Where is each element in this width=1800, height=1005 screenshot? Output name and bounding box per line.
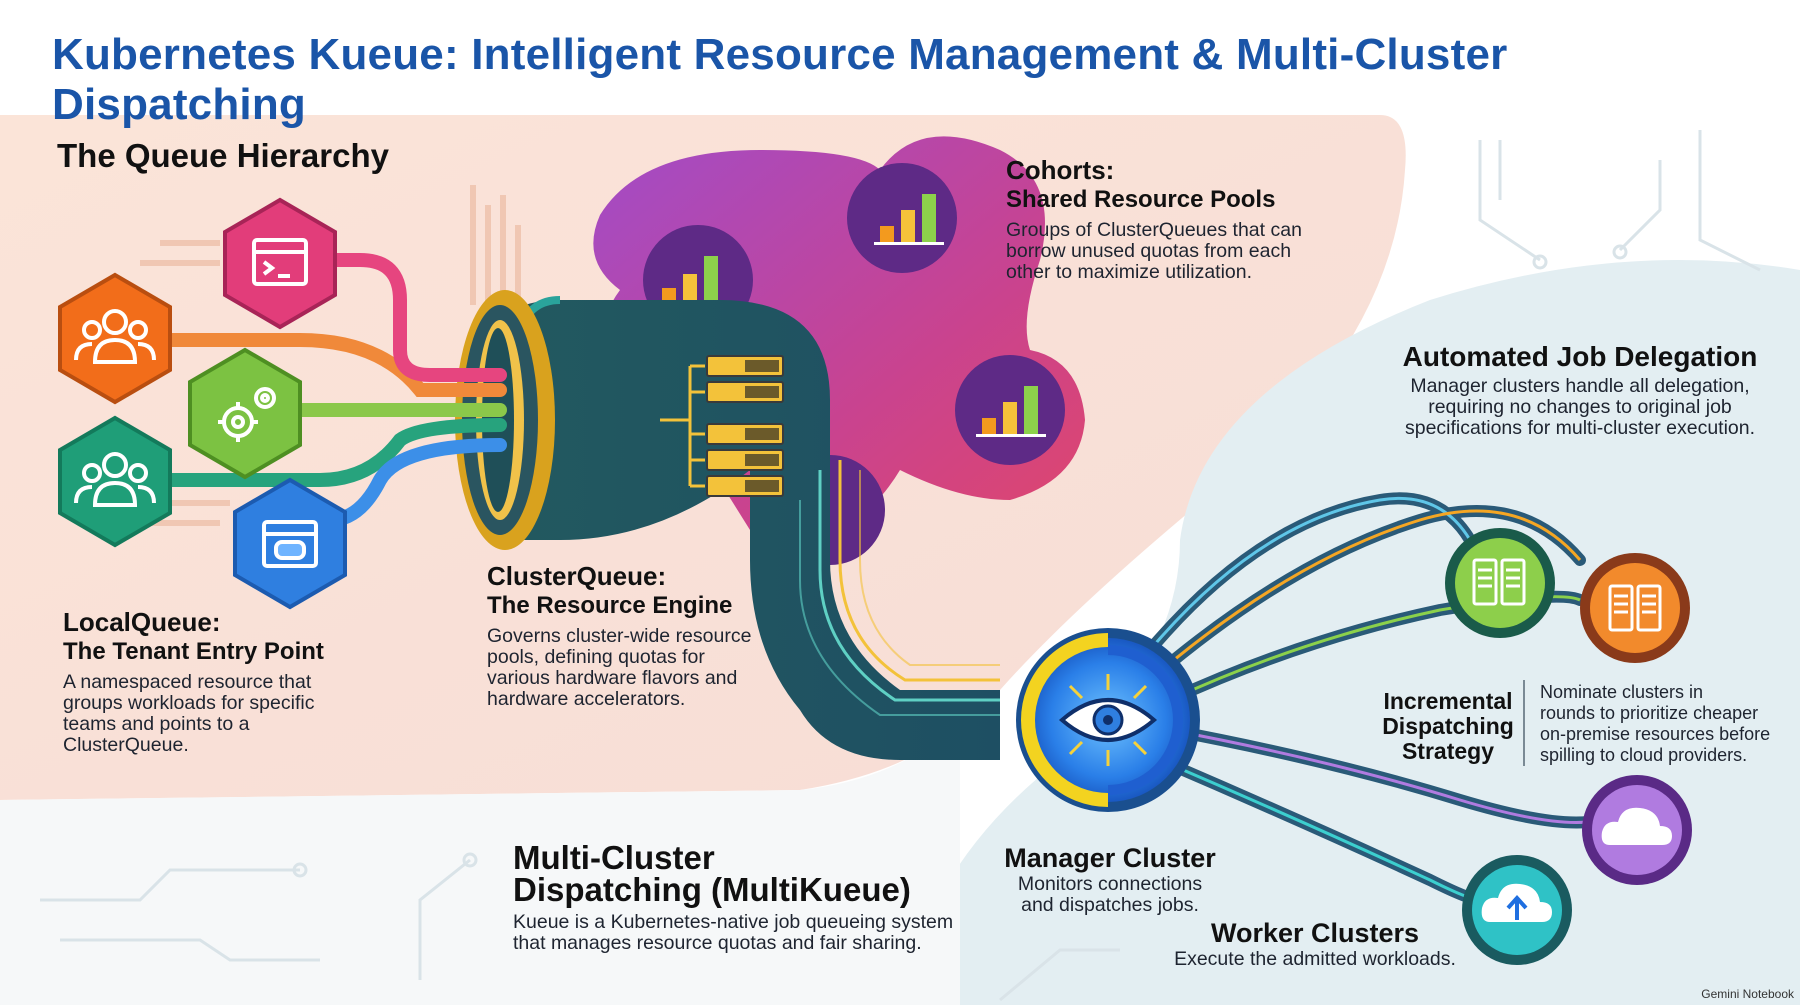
cohorts-body-line: Groups of ClusterQueues that can: [1006, 219, 1302, 241]
worker-clusters-heading: Worker Clusters: [1210, 918, 1420, 948]
cohort-chart-2: [847, 163, 957, 273]
localqueue-body-line: ClusterQueue.: [63, 734, 189, 756]
automated-delegation-body: Manager clusters handle all delegation, …: [1380, 376, 1780, 439]
tenant-hex-green: [188, 347, 302, 480]
automated-delegation-body-line: Manager clusters handle all delegation,: [1410, 375, 1750, 397]
bar-chart-icon: [976, 386, 1046, 437]
tenant-hex-teal: [58, 415, 172, 548]
divider: [1523, 680, 1525, 766]
automated-delegation-heading: Automated Job Delegation: [1402, 341, 1758, 372]
cohorts-subheading: Shared Resource Pools: [1006, 186, 1276, 213]
clusterqueue-body: Governs cluster-wide resource pools, def…: [487, 626, 787, 710]
cohorts-body-line: borrow unused quotas from each: [1006, 240, 1292, 262]
tenant-hex-blue: [233, 477, 347, 610]
multikueue-heading-line: Dispatching (MultiKueue): [513, 871, 911, 908]
manager-cluster-body-line: Monitors connections: [1017, 873, 1203, 895]
multikueue-body-line: that manages resource quotas and fair sh…: [513, 932, 922, 954]
team-icon: [74, 452, 156, 507]
localqueue-body: A namespaced resource that groups worklo…: [63, 672, 393, 756]
cloud-icon: [1601, 807, 1672, 845]
localqueue-subheading: The Tenant Entry Point: [63, 638, 324, 665]
worker-node-green: [1445, 528, 1555, 638]
manager-cluster-heading: Manager Cluster: [1004, 843, 1216, 873]
incremental-body-line: on-premise resources before: [1540, 724, 1771, 744]
server-icon: [1608, 584, 1662, 632]
multikueue-body-line: Kueue is a Kubernetes-native job queuein…: [513, 911, 954, 933]
worker-clusters-body: Execute the admitted workloads.: [1174, 948, 1456, 970]
worker-node-teal: [1462, 855, 1572, 965]
localqueue-block: LocalQueue: The Tenant Entry Point A nam…: [63, 607, 393, 756]
incremental-body: Nominate clusters in rounds to prioritiz…: [1540, 682, 1790, 766]
localqueue-body-line: teams and points to a: [63, 713, 250, 735]
cohorts-block: Cohorts: Shared Resource Pools Groups of…: [1006, 155, 1366, 283]
incremental-body-line: Nominate clusters in: [1540, 682, 1704, 702]
clusterqueue-body-line: hardware accelerators.: [487, 688, 686, 710]
incremental-heading-line: Incremental: [1383, 688, 1513, 714]
terminal-icon: [252, 238, 308, 286]
tenant-hex-orange: [58, 272, 172, 405]
worker-node-orange: [1580, 553, 1690, 663]
clusterqueue-body-line: various hardware flavors and: [487, 667, 738, 689]
dotted-pattern: [140, 185, 521, 526]
eye-icon: [1058, 698, 1158, 742]
bar-chart-icon: [874, 194, 944, 245]
localqueue-heading: LocalQueue:: [63, 607, 221, 637]
localqueue-body-line: A namespaced resource that: [63, 671, 312, 693]
automated-delegation-body-line: requiring no changes to original job: [1428, 396, 1732, 418]
bar-chart-icon: [656, 256, 726, 307]
cohorts-body-line: other to maximize utilization.: [1006, 261, 1253, 283]
server-icon: [1472, 558, 1526, 606]
clusterqueue-subheading: The Resource Engine: [487, 592, 733, 619]
cohort-chart-3: [955, 355, 1065, 465]
manager-cluster-body: Monitors connections and dispatches jobs…: [980, 874, 1240, 916]
clusterqueue-block: ClusterQueue: The Resource Engine Govern…: [487, 561, 787, 710]
credit-label: Gemini Notebook: [1701, 987, 1794, 1001]
code-window-icon: [262, 520, 318, 568]
page-title: Kubernetes Kueue: Intelligent Resource M…: [52, 30, 1508, 129]
localqueue-body-line: groups workloads for specific: [63, 692, 315, 714]
tenant-hex-pink: [223, 197, 337, 330]
cohorts-body: Groups of ClusterQueues that can borrow …: [1006, 220, 1366, 283]
manager-cluster: [1016, 628, 1200, 812]
multikueue-block: Multi-Cluster Dispatching (MultiKueue) K…: [513, 839, 983, 954]
incremental-body-line: spilling to cloud providers.: [1540, 745, 1748, 765]
cloud-upload-icon: [1481, 883, 1552, 922]
incremental-body-line: rounds to prioritize cheaper: [1540, 703, 1759, 723]
clusterqueue-heading: ClusterQueue:: [487, 561, 667, 591]
clusterqueue-body-line: Governs cluster-wide resource: [487, 625, 752, 647]
people-icon: [74, 309, 156, 364]
circuit-decoration: [40, 130, 1761, 1002]
manager-cluster-body-line: and dispatches jobs.: [1021, 894, 1199, 916]
incremental-heading-line: Strategy: [1401, 738, 1495, 764]
manager-cluster-block: Manager Cluster Monitors connections and…: [980, 842, 1240, 916]
clusterqueue-body-line: pools, defining quotas for: [487, 646, 705, 668]
cohorts-heading: Cohorts:: [1006, 155, 1115, 185]
gears-icon: [218, 387, 276, 442]
automated-delegation-body-line: specifications for multi-cluster executi…: [1404, 417, 1756, 439]
multikueue-body: Kueue is a Kubernetes-native job queuein…: [513, 912, 983, 954]
multikueue-heading-line: Multi-Cluster: [513, 839, 715, 876]
queue-hierarchy-heading: The Queue Hierarchy: [57, 137, 389, 174]
hardware-flavor-cards: [660, 355, 784, 497]
worker-clusters-block: Worker Clusters Execute the admitted wor…: [1160, 917, 1470, 970]
worker-node-purple: [1582, 775, 1692, 885]
incremental-heading-line: Dispatching: [1382, 713, 1514, 739]
automated-delegation-block: Automated Job Delegation Manager cluster…: [1380, 340, 1780, 439]
incremental-heading: Incremental Dispatching Strategy: [1370, 689, 1526, 764]
